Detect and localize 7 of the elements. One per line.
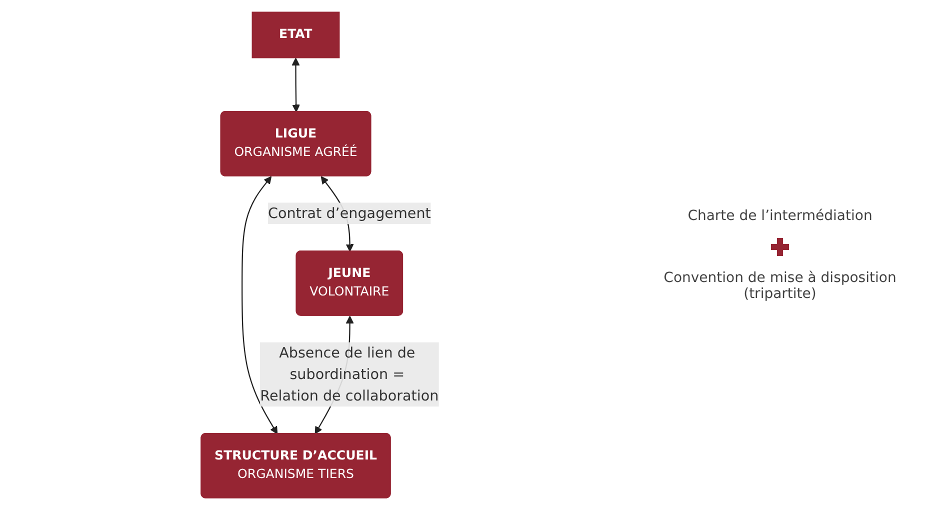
arrow: [292, 57, 300, 112]
note-text: Charte de l’intermédiation: [688, 208, 872, 224]
arrow: [242, 176, 278, 434]
edge-label: Absence de lien de subordination = Relation de collaboration: [260, 344, 439, 404]
note-text: Convention de mise à disposition (tripartite): [662, 270, 898, 302]
node-box: ETAT: [252, 11, 340, 58]
edge-label: Contrat d’engagement: [268, 204, 431, 221]
